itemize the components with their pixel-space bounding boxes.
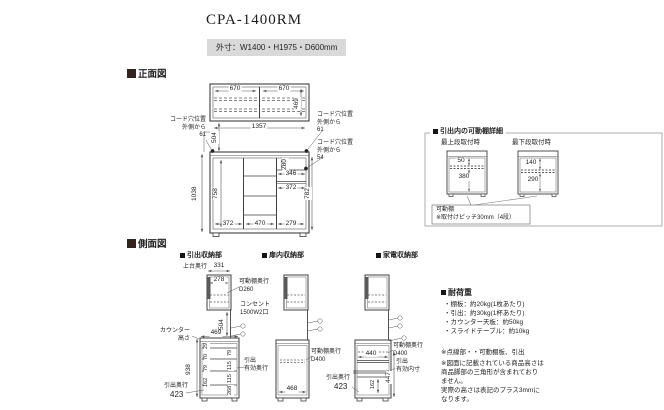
side-door-unit-label: 扉内収納部 xyxy=(262,250,304,260)
sv3-shelf-depth-label: 可動棚奥行 D400 xyxy=(393,343,424,357)
load-item-shelf: ・棚板：約20kg(1枚あたり) xyxy=(444,301,525,308)
shelf-detail-bottom-gap: 140 xyxy=(524,159,538,167)
side-view-door-linework xyxy=(275,274,323,402)
side-drawer-unit-label-text: 引出収納部 xyxy=(187,252,222,259)
sv1-top-depth-label: 上台奥行 xyxy=(183,264,208,270)
section-marker-icon xyxy=(441,290,446,295)
section-marker-icon xyxy=(127,68,136,78)
sv1-counter-depth: 469 xyxy=(209,329,223,337)
sv1-h3: 79 xyxy=(203,363,210,372)
front-dim-mid-width: 1357 xyxy=(250,123,268,131)
sv1-top-depth: 331 xyxy=(212,262,226,270)
sv1-e4: 268 xyxy=(227,384,234,396)
section-marker-icon xyxy=(433,128,438,134)
sv1-inner-depth: 278 xyxy=(212,276,226,284)
sv2-shelf-depth-label: 可動棚奥行 D400 xyxy=(311,349,342,363)
load-capacity-title: 耐荷重 xyxy=(441,287,472,298)
sv1-e1: 79 xyxy=(227,348,234,357)
load-capacity-title-text: 耐荷重 xyxy=(448,288,472,297)
sv3-drawer-depth-label: 引出奥行 xyxy=(325,375,350,381)
shelf-detail-top-below: 380 xyxy=(457,173,471,181)
front-dim-mid-height: 504 xyxy=(211,131,219,144)
sv3-inner-label: 引出 有効内寸 xyxy=(396,359,421,373)
shelf-detail-title: 引出内の可動棚詳細 xyxy=(430,126,506,136)
shelf-detail-top-gap: 50 xyxy=(456,157,466,165)
sv1-shelf-depth-label: 可動棚奥行 D260 xyxy=(239,279,270,293)
sv2-depth: 468 xyxy=(285,385,299,393)
section-marker-icon xyxy=(376,252,381,258)
load-item-slide-table: ・スライドテーブル：約10kg xyxy=(444,328,530,335)
section-marker-icon xyxy=(180,252,185,258)
outer-dimensions-badge: 外寸：W1400・H1975・D600mm xyxy=(207,39,347,56)
shelf-detail-bottom-mount-label: 最下段取付時 xyxy=(512,139,551,146)
front-dim-inner-height: 758 xyxy=(212,187,220,200)
sv3-right-height: 447 xyxy=(385,371,393,384)
sv1-drawer-depth-label: 引出奥行 xyxy=(163,383,188,389)
sv3-inner-height: 162 xyxy=(370,378,377,390)
load-item-drawer: ・引出：約30kg(1杯あたり) xyxy=(444,310,525,317)
side-door-unit-label-text: 扉内収納部 xyxy=(269,252,304,259)
section-marker-icon xyxy=(262,252,267,258)
sv3-shelf-width: 440 xyxy=(364,349,378,357)
sv1-drawer-depth: 423 xyxy=(170,390,184,399)
shelf-detail-bottom-below: 290 xyxy=(526,176,540,184)
sv1-e2: 115 xyxy=(227,360,234,371)
front-dim-bottom-left: 372 xyxy=(221,219,235,227)
sv1-e3: 115 xyxy=(227,373,234,384)
front-view-linework xyxy=(200,83,323,237)
sv1-counter-label: カウンター 高さ xyxy=(159,328,190,342)
sv1-h2: 70 xyxy=(203,352,210,361)
front-cord-hole-left-label: コード穴位置 外側から 61 xyxy=(169,117,206,138)
sv1-h4: 162 xyxy=(203,376,210,388)
front-dim-upper-height: 469 xyxy=(293,97,301,110)
front-dim-bottom-right: 279 xyxy=(284,219,298,227)
sv3-drawer-depth: 423 xyxy=(334,382,348,391)
front-dim-lower-height: 1038 xyxy=(191,185,199,202)
section-marker-icon xyxy=(127,238,136,248)
side-appliance-unit-label-text: 家電収納部 xyxy=(383,252,418,259)
front-view-section: 正面図 xyxy=(127,66,167,80)
side-view-appliance-linework xyxy=(351,274,407,402)
shelf-detail-top-mount-label: 最上段取付時 xyxy=(441,139,480,146)
side-view-section-label: 側面図 xyxy=(138,239,167,250)
page-title: CPA-1400RM xyxy=(206,12,303,28)
shelf-detail-linework xyxy=(424,132,663,227)
side-appliance-unit-label: 家電収納部 xyxy=(376,250,418,260)
dotted-line-note: ※点線部・・可動棚板、引出 xyxy=(441,349,525,356)
shelf-detail-title-label: 引出内の可動棚詳細 xyxy=(440,128,503,135)
front-dim-right-height: 782 xyxy=(304,187,312,200)
front-cord-hole-right-bottom-label: コード穴位置 外側から 54 xyxy=(317,140,354,161)
front-cord-hole-right-top-label: コード穴位置 外側から 61 xyxy=(317,112,354,133)
load-item-counter: ・カウンター天板：約50kg xyxy=(444,319,524,326)
sv1-h1: 29 xyxy=(203,341,210,350)
front-dim-right-372: 372 xyxy=(284,183,298,191)
side-drawer-unit-label: 引出収納部 xyxy=(180,250,222,260)
sv1-outlet-label: コンセント 1500W2口 xyxy=(240,302,271,316)
front-dim-top-right: 670 xyxy=(277,85,291,93)
sv1-drawer-label: 引出 有効奥行 xyxy=(244,358,269,372)
front-dim-bottom-mid: 470 xyxy=(253,219,267,227)
side-view-section: 側面図 xyxy=(127,236,167,250)
front-dim-top-left: 670 xyxy=(228,85,242,93)
front-dim-right-346: 346 xyxy=(284,169,298,177)
height-note: ※図面に記載されている商品高さは 商品脚部の三角形が含まれており ません。 実際… xyxy=(441,360,544,403)
shelf-detail-note: 可動棚 ※取付けピッチ30mm（4段） xyxy=(436,207,516,221)
sv1-counter-height: 938 xyxy=(185,363,193,376)
front-view-section-label: 正面図 xyxy=(138,69,167,80)
